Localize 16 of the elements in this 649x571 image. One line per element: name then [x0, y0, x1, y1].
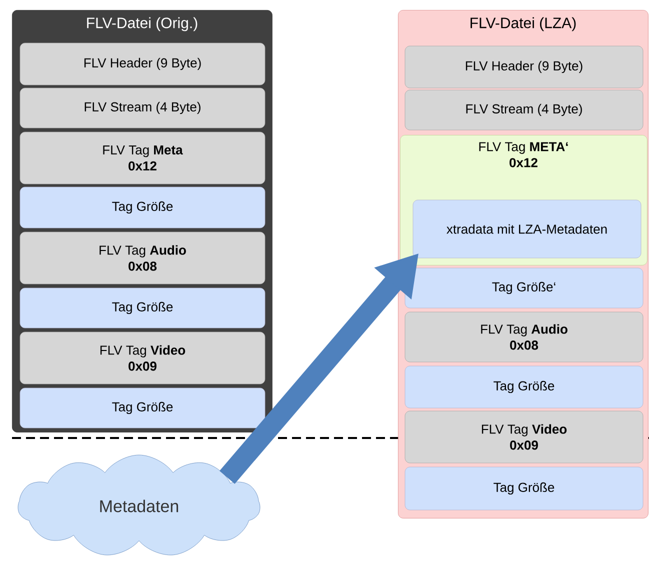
field-box: FLV Tag Video 0x09 [20, 332, 266, 384]
field-box: FLV Tag Audio 0x08 [20, 232, 266, 284]
field-box: FLV Stream (4 Byte) [404, 90, 644, 130]
field-box: FLV Stream (4 Byte) [20, 88, 266, 128]
field-box: FLV Tag Meta 0x12 [20, 132, 266, 184]
field-box: xtradata mit LZA-Metadaten [412, 200, 642, 258]
field-box: FLV Tag Video 0x09 [404, 410, 644, 464]
field-box: Tag Größe‘ [404, 268, 644, 308]
field-box: FLV Tag Audio 0x08 [404, 312, 644, 362]
field-box: FLV Header (9 Byte) [20, 42, 266, 86]
field-box: Tag Größe [20, 186, 266, 228]
field-box: Tag Größe [404, 466, 644, 510]
field-box: Tag Größe [404, 366, 644, 408]
field-box: FLV Header (9 Byte) [404, 46, 644, 88]
field-box: Tag Größe [20, 388, 266, 428]
field-box: Tag Größe [20, 288, 266, 328]
